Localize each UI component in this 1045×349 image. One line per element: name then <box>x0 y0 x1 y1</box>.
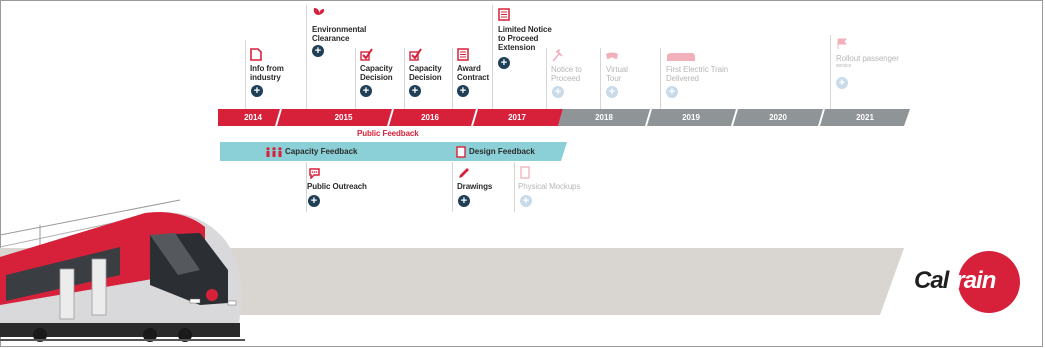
caltrain-logo-circle <box>958 251 1020 313</box>
guide-line <box>830 35 831 110</box>
year-label: 2019 <box>682 113 700 122</box>
guide-line <box>306 5 307 110</box>
year-label: 2020 <box>769 113 787 122</box>
milestone-environmental-clearance: Environmental Clearance <box>312 25 367 43</box>
year-label: 2021 <box>856 113 874 122</box>
caltrain-logo-train: train <box>948 267 996 294</box>
pencil-icon <box>459 168 469 178</box>
vr-headset-icon <box>606 52 618 59</box>
year-divider <box>275 109 282 126</box>
milestone-capacity-decision: Capacity Decision <box>409 64 442 82</box>
capacity-feedback-label: Capacity Feedback <box>285 147 358 156</box>
design-feedback-label: Design Feedback <box>469 147 535 156</box>
public-feedback-label: Public Feedback <box>357 129 419 138</box>
milestone-info-from-industry: Info from industry <box>250 64 284 82</box>
rollout-passenger-expand-button[interactable] <box>836 77 848 89</box>
environmental-clearance-expand-button[interactable] <box>312 45 324 57</box>
hammer-icon <box>552 49 563 62</box>
checkbox-icon <box>409 48 422 61</box>
limited-notice-expand-button[interactable] <box>498 57 510 69</box>
guide-line <box>404 48 405 110</box>
milestone-drawings: Drawings <box>457 182 493 191</box>
speech-bubble-icon <box>309 168 320 179</box>
year-label: 2017 <box>508 113 526 122</box>
guide-line <box>546 48 547 110</box>
leaf-icon <box>313 8 325 20</box>
contract-icon <box>498 8 510 21</box>
document-icon <box>520 166 530 179</box>
caltrain-logo-cal: Cal <box>914 267 949 294</box>
year-label: 2014 <box>244 113 262 122</box>
milestone-notice-to-proceed: Notice to Proceed <box>551 65 582 83</box>
virtual-tour-expand-button[interactable] <box>606 86 618 98</box>
year-timeline <box>218 109 910 126</box>
public-outreach-expand-button[interactable] <box>308 195 320 207</box>
guide-line <box>514 162 515 212</box>
milestone-capacity-decision: Capacity Decision <box>360 64 393 82</box>
guide-line <box>245 40 246 110</box>
milestone-rollout-passenger: Rollout passenger <box>836 54 899 63</box>
people-icon <box>266 147 282 157</box>
year-divider <box>731 109 738 126</box>
milestone-limited-notice: Limited Notice to Proceed Extension <box>498 25 552 52</box>
guide-line <box>452 162 453 212</box>
milestone-virtual-tour: Virtual Tour <box>606 65 628 83</box>
caltrain-logo: Caltrain <box>914 266 996 296</box>
first-electric-train-expand-button[interactable] <box>666 86 678 98</box>
flag-icon <box>837 38 848 49</box>
checkbox-icon <box>360 48 373 61</box>
contract-icon <box>457 48 469 61</box>
year-divider <box>387 109 394 126</box>
year-label: 2015 <box>334 113 353 122</box>
train-illustration <box>0 199 245 342</box>
year-divider <box>471 109 478 126</box>
guide-line <box>306 162 307 212</box>
milestone-rollout-sub: service <box>836 63 852 69</box>
document-icon <box>456 146 466 158</box>
physical-mockups-expand-button[interactable] <box>520 195 532 207</box>
milestone-first-electric-train: First Electric Train Delivered <box>666 65 729 83</box>
year-label: 2016 <box>421 113 439 122</box>
document-icon <box>250 48 262 61</box>
guide-line <box>660 48 661 110</box>
guide-line <box>600 48 601 110</box>
guide-line <box>452 48 453 110</box>
award-contract-expand-button[interactable] <box>457 85 469 97</box>
info-from-industry-expand-button[interactable] <box>251 85 263 97</box>
notice-to-proceed-expand-button[interactable] <box>552 86 564 98</box>
milestone-physical-mockups: Physical Mockups <box>518 182 581 191</box>
milestone-award-contract: Award Contract <box>457 64 490 82</box>
guide-line <box>492 5 493 110</box>
year-label: 2018 <box>595 113 613 122</box>
train-icon <box>667 53 695 61</box>
year-divider <box>818 109 825 126</box>
capacity-decision-expand-button[interactable] <box>409 85 421 97</box>
milestone-public-outreach: Public Outreach <box>307 182 367 191</box>
guide-line <box>355 48 356 110</box>
year-divider <box>645 109 652 126</box>
capacity-decision-expand-button[interactable] <box>360 85 372 97</box>
drawings-expand-button[interactable] <box>458 195 470 207</box>
